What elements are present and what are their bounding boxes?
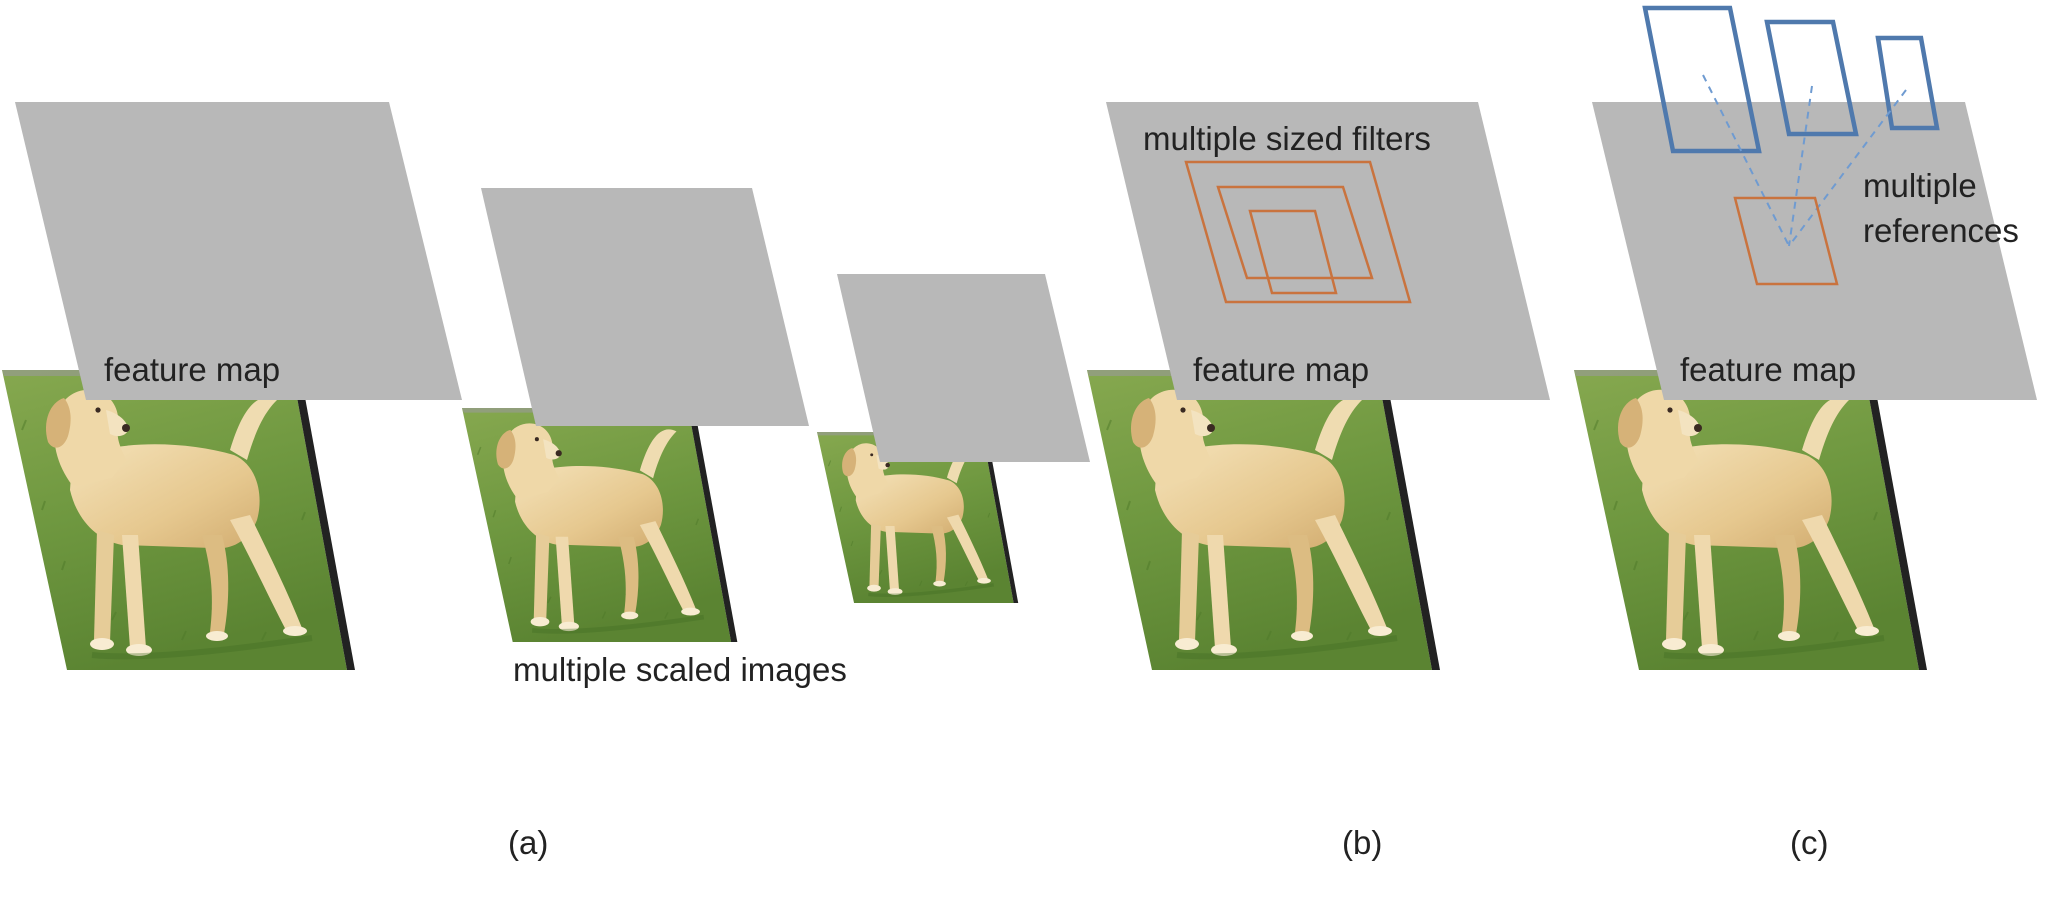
feature-map-label-c: feature map xyxy=(1680,351,1856,388)
anchor-box xyxy=(1733,196,1839,286)
reference-box-large xyxy=(1642,5,1762,154)
feature-map-medium xyxy=(481,188,809,426)
reference-box-medium xyxy=(1764,19,1859,137)
reference-boxes xyxy=(1642,5,1940,154)
caption-a: (a) xyxy=(508,824,548,861)
sized-filters xyxy=(1184,160,1412,304)
feature-map-label-b: feature map xyxy=(1193,351,1369,388)
filter-large xyxy=(1184,160,1412,304)
panel-b: multiple sized filters feature map (b) xyxy=(1087,102,1550,861)
feature-map-large xyxy=(15,102,462,400)
references-label-line2: references xyxy=(1863,212,2019,249)
filter-medium xyxy=(1216,185,1374,280)
image-large xyxy=(2,370,355,670)
caption-b: (b) xyxy=(1342,824,1382,861)
feature-map-small xyxy=(837,274,1090,462)
image-c xyxy=(1574,370,1927,670)
image-b xyxy=(1087,370,1440,670)
filters-label: multiple sized filters xyxy=(1143,120,1431,157)
feature-map-c xyxy=(1592,102,2037,400)
scaled-images-label: multiple scaled images xyxy=(513,651,847,688)
feature-map-label-a: feature map xyxy=(104,351,280,388)
reference-connectors xyxy=(1702,74,1907,247)
caption-c: (c) xyxy=(1790,824,1828,861)
references-label-line1: multiple xyxy=(1863,167,1977,204)
image-medium xyxy=(462,408,737,642)
feature-map-b xyxy=(1106,102,1550,400)
reference-box-small xyxy=(1875,35,1940,131)
panel-c: multiple references feature map (c) xyxy=(1574,5,2037,861)
panel-a: feature map multiple scaled images (a) xyxy=(2,102,1090,861)
filter-small xyxy=(1248,209,1338,295)
